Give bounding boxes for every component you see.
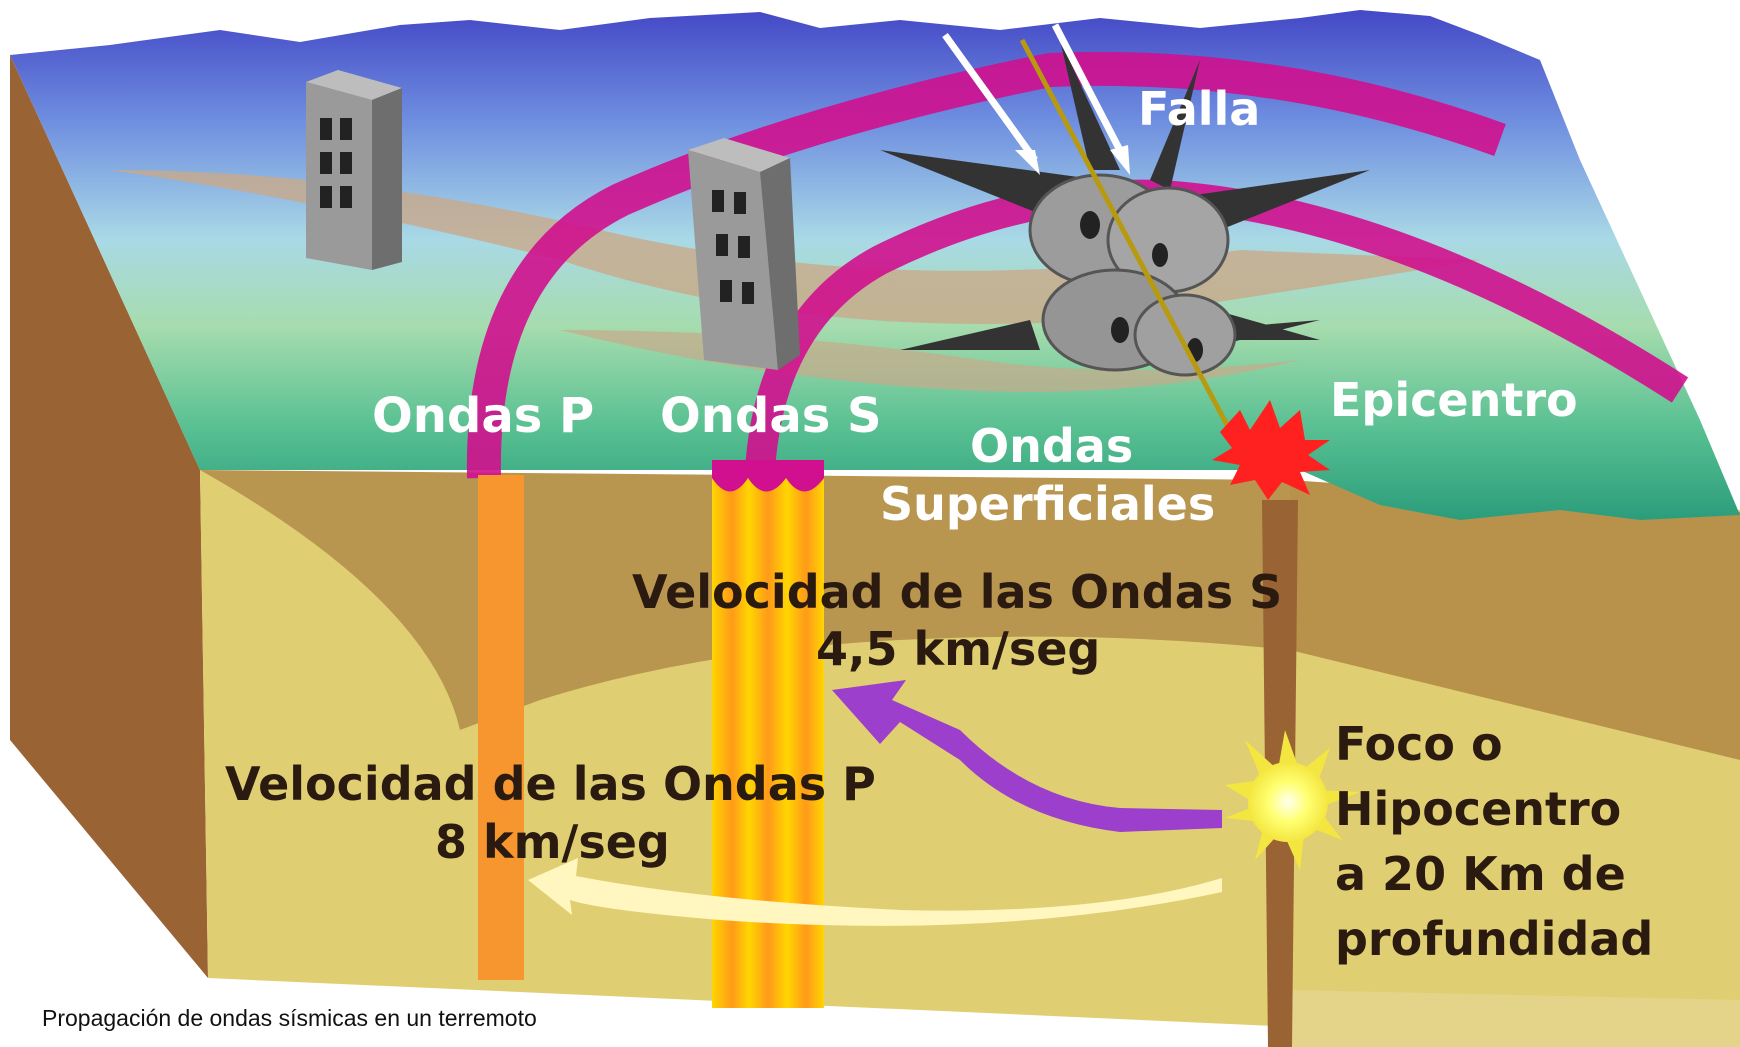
p-wave-column xyxy=(478,475,524,980)
ondas-p-label: Ondas P xyxy=(372,388,594,444)
foco-label-4: profundidad xyxy=(1335,912,1653,966)
collapsed-building xyxy=(880,40,1370,377)
foco-label-2: Hipocentro xyxy=(1335,782,1621,836)
image-caption: Propagación de ondas sísmicas en un terr… xyxy=(42,1005,537,1031)
vel-s-value: 4,5 km/seg xyxy=(816,622,1100,676)
vel-p-title: Velocidad de las Ondas P xyxy=(225,757,876,811)
ondas-s-label: Ondas S xyxy=(660,388,882,444)
vel-s-title: Velocidad de las Ondas S xyxy=(632,565,1282,619)
hypocenter-burst xyxy=(1225,730,1360,870)
foco-label-1: Foco o xyxy=(1335,717,1503,771)
fault-arrows xyxy=(942,23,1130,175)
ondas-superficiales-label-1: Ondas xyxy=(970,419,1133,473)
p-wave-arc xyxy=(466,51,1506,479)
fault-line xyxy=(1019,38,1238,442)
ondas-superficiales-label-2: Superficiales xyxy=(880,477,1215,531)
block-left-face xyxy=(10,55,208,978)
right-lower-face xyxy=(1290,990,1740,1047)
building-center xyxy=(688,138,800,370)
falla-label: Falla xyxy=(1138,82,1260,136)
s-wave-arrow xyxy=(832,680,1222,832)
epicentro-label: Epicentro xyxy=(1330,373,1578,427)
s-wave-column-top xyxy=(712,460,824,492)
vel-p-value: 8 km/seg xyxy=(435,815,670,869)
subsurface-right-band xyxy=(1290,480,1740,760)
building-left xyxy=(306,70,402,270)
foco-label-3: a 20 Km de xyxy=(1335,847,1626,901)
p-wave-arrow xyxy=(528,858,1222,926)
epicenter-burst xyxy=(1212,400,1330,500)
s-wave-column xyxy=(712,478,824,1008)
